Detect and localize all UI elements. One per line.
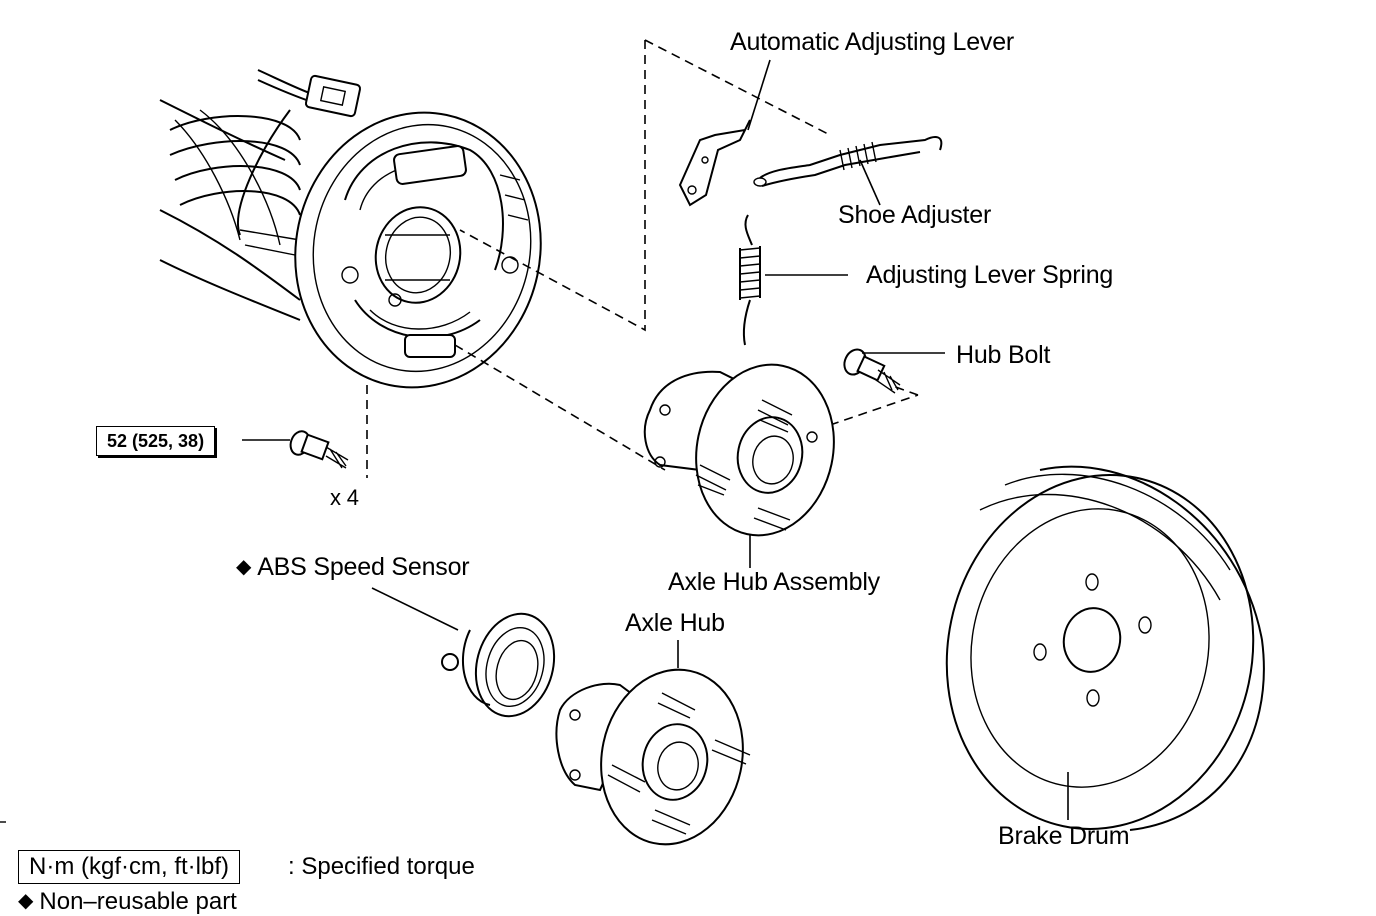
legend-diamond-icon: ◆ (18, 890, 34, 912)
leader-lines (242, 59, 1069, 820)
legend-non-reusable-text: Non–reusable part (39, 888, 237, 915)
label-axle-hub-assembly: Axle Hub Assembly (668, 568, 880, 596)
label-axle-hub: Axle Hub (625, 609, 725, 637)
axle-hub-assembly-part (643, 363, 835, 537)
suspension-assembly (159, 69, 362, 321)
non-reusable-diamond-icon: ◆ (236, 556, 252, 578)
legend-torque-description: : Specified torque (288, 853, 475, 880)
label-automatic-adjusting-lever: Automatic Adjusting Lever (730, 28, 1015, 56)
label-shoe-adjuster: Shoe Adjuster (838, 201, 992, 229)
label-abs-speed-sensor: ◆ABS Speed Sensor (236, 553, 470, 581)
mounting-bolt (289, 430, 349, 469)
shoe-adjuster (753, 136, 943, 187)
label-quantity: x 4 (330, 485, 359, 510)
brake-drum-part (945, 465, 1265, 831)
torque-spec-box: 52 (525, 38) (96, 426, 216, 456)
alignment-dash-lines (454, 39, 919, 471)
axle-hub-part (555, 668, 751, 846)
label-brake-drum: Brake Drum (998, 822, 1130, 850)
abs-speed-sensor-part (441, 612, 556, 718)
label-hub-bolt: Hub Bolt (956, 341, 1051, 369)
abs-speed-sensor-text: ABS Speed Sensor (257, 553, 470, 581)
label-adjusting-lever-spring: Adjusting Lever Spring (866, 261, 1114, 289)
hub-bolt-part (843, 348, 901, 394)
legend-non-reusable: ◆Non–reusable part (18, 890, 237, 914)
backing-plate (294, 111, 542, 389)
adjusting-lever-spring (739, 214, 761, 346)
automatic-adjusting-lever (678, 119, 751, 207)
legend-torque-units-box: N·m (kgf·cm, ft·lbf) (18, 850, 240, 884)
